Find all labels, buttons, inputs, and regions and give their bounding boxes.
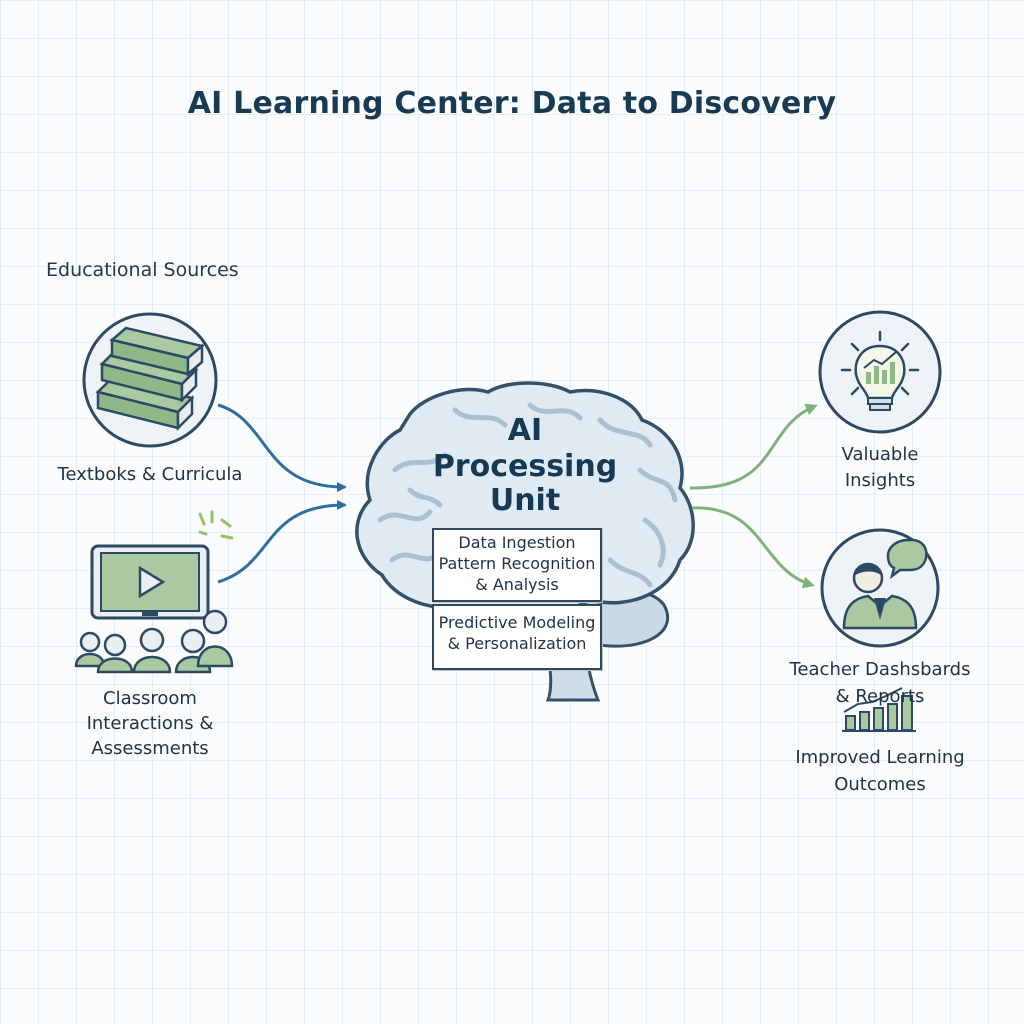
dashboards-label-line: & Reports xyxy=(835,686,925,707)
classroom-label-line: Classroom xyxy=(103,688,197,709)
textbooks-label: Textboks & Curricula xyxy=(57,464,243,485)
insights-label-line: Insights xyxy=(844,470,916,491)
page-title: AI Learning Center: Data to Discovery xyxy=(187,86,837,121)
classroom-label-line: Interactions & xyxy=(86,713,214,734)
arrow-ai-to-insights xyxy=(689,403,818,490)
classroom-label: Classroom Interactions & Assessments xyxy=(30,686,270,761)
processor-title-line: Unit xyxy=(489,483,561,518)
box-line: Data Ingestion xyxy=(458,533,576,552)
processor-title-line: AI xyxy=(507,413,543,448)
classroom-label-line: Assessments xyxy=(91,738,209,759)
box-line: Predictive Modeling xyxy=(438,613,596,632)
arrow-ai-to-dashboards xyxy=(691,506,815,589)
lightbulb-insights-icon xyxy=(818,310,942,434)
insights-label: Valuable Insights xyxy=(780,442,980,494)
outcomes-label: Improved Learning Outcomes xyxy=(770,744,990,798)
arrow-textbooks-to-ai xyxy=(217,403,347,493)
classroom-icon xyxy=(74,510,234,674)
arrow-classroom-to-ai xyxy=(217,500,347,584)
dashboards-label-line: Teacher Dashsbards xyxy=(789,659,971,680)
dashboards-label: Teacher Dashsbards & Reports xyxy=(770,656,990,710)
box-line: & Personalization xyxy=(447,634,587,653)
textbooks-icon xyxy=(82,312,218,448)
outcomes-bar-chart-icon xyxy=(842,687,916,732)
outcomes-label-line: Improved Learning xyxy=(795,747,965,768)
box-line: Pattern Recognition xyxy=(438,554,596,573)
insights-label-line: Valuable xyxy=(841,444,919,465)
outcomes-label-line: Outcomes xyxy=(834,774,926,795)
box-line: & Analysis xyxy=(475,575,559,594)
processor-title-line: Processing xyxy=(432,449,618,484)
ingestion-analysis-box: Data Ingestion Pattern Recognition & Ana… xyxy=(432,528,602,602)
sources-heading: Educational Sources xyxy=(46,259,239,281)
teacher-dashboard-icon xyxy=(820,528,940,648)
modeling-personalization-box: Predictive Modeling & Personalization xyxy=(432,604,602,670)
